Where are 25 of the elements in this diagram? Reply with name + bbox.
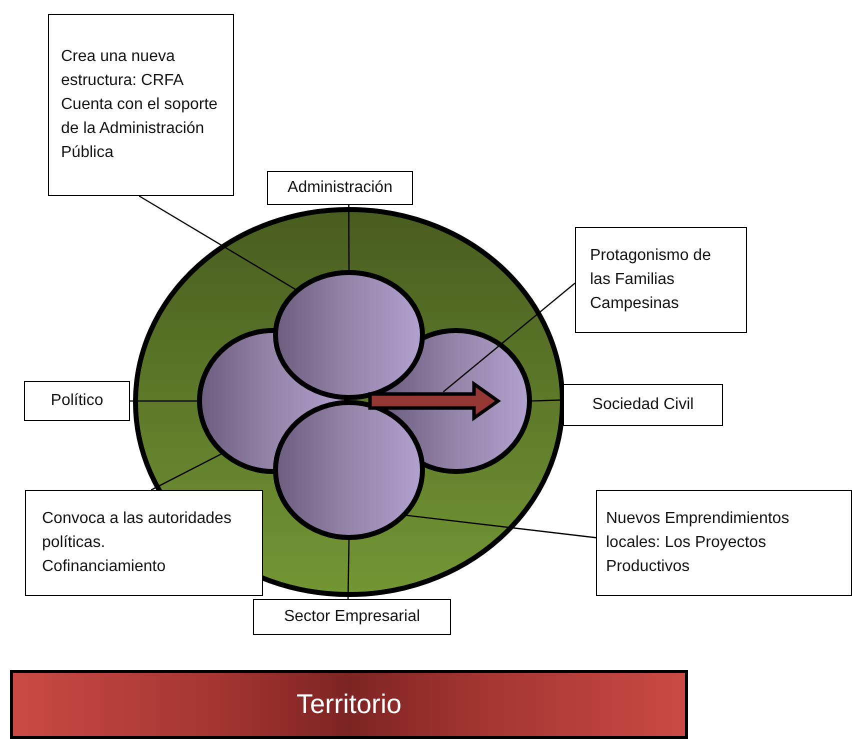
banner-text: Territorio	[296, 689, 402, 720]
label-text: Sociedad Civil	[592, 395, 694, 415]
leader-line	[347, 538, 350, 600]
label-box	[24, 381, 130, 421]
label-text: Crea una nueva estructura: CRFA Cuenta con el soporte de la Administración Pública	[61, 47, 219, 163]
label-text: Político	[50, 391, 104, 411]
leader-line	[406, 514, 596, 538]
territory-banner	[10, 670, 688, 739]
leader-line	[130, 400, 198, 402]
label-box	[267, 171, 413, 205]
label-box	[575, 227, 747, 333]
leader-line	[150, 453, 222, 491]
label-text: Nuevos Emprendimientos locales: Los Proyectos Productivos	[606, 509, 790, 577]
leader-line	[442, 282, 576, 392]
label-box	[25, 490, 263, 596]
label-text: Convoca a las autoridades políticas. Cofinanciamiento	[42, 509, 232, 577]
label-text: Protagonismo de las Familias Campesinas	[590, 246, 712, 314]
label-text: Administración	[288, 178, 392, 198]
leader-line	[348, 205, 350, 271]
label-text: Sector Empresarial	[284, 607, 420, 627]
label-box	[596, 490, 852, 596]
label-box	[563, 384, 723, 426]
leader-line	[138, 195, 296, 290]
label-box	[48, 14, 234, 196]
label-box	[253, 599, 451, 635]
